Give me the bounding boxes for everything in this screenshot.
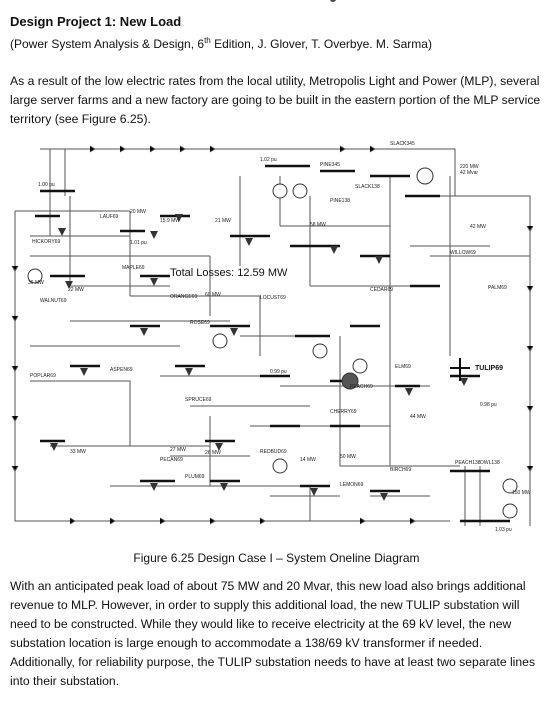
label-pu-099: 0.99 pu [270, 369, 287, 375]
tulip-substation: TULIP69 [450, 358, 503, 381]
label-walnut: WALNUT69 [40, 298, 67, 304]
cropped-glyph [330, 0, 336, 2]
label-poplar: POPLAR69 [30, 373, 56, 379]
label-cedar: CEDAR69 [370, 287, 393, 293]
label-elm: ELM69 [395, 364, 411, 370]
label-mw-60: 60 MW [205, 292, 221, 298]
diagram-labels: SLACK345 SLACK138 PINE345 PINE138 220 MW… [28, 141, 531, 533]
oneline-diagram-figure: SLACK345 SLACK138 PINE345 PINE138 220 MW… [10, 136, 540, 538]
citation-superscript: th [204, 36, 211, 45]
label-pine345: PINE345 [320, 162, 340, 168]
label-mw-44: 44 MW [410, 414, 426, 420]
citation-prefix: (Power System Analysis & Design, 6 [10, 37, 205, 51]
label-mw-42: 42 MW [470, 224, 486, 230]
label-pu-098: 0.98 pu [480, 402, 497, 408]
label-slack138: SLACK138 [355, 184, 380, 190]
label-mw-150: 150 MW [512, 490, 531, 496]
label-redbud: REDBUD69 [260, 449, 287, 455]
intro-paragraph: As a result of the low electric rates fr… [10, 74, 541, 126]
label-pu-103: 1.03 pu [495, 527, 512, 533]
label-gen-mvar: 42 Mvar [460, 170, 478, 176]
flow-arrows [11, 145, 534, 525]
label-rose: ROSE69 [190, 320, 210, 326]
label-locust: LOCUST69 [260, 295, 286, 301]
label-slack345: SLACK345 [390, 141, 415, 147]
label-pu-100: 1.00 pu [38, 182, 55, 188]
page-title: Design Project 1: New Load [10, 14, 182, 29]
label-orange: ORANGE69 [170, 294, 197, 300]
label-cherry: CHERRY69 [330, 409, 357, 415]
label-peach138: PEACH138 [455, 460, 481, 466]
label-birch: BIRCH69 [390, 467, 411, 473]
label-mw-27: 27 MW [170, 447, 186, 453]
oneline-diagram: SLACK345 SLACK138 PINE345 PINE138 220 MW… [11, 141, 534, 533]
label-maple: MAPLE69 [122, 265, 145, 271]
label-pu-101: 1.01 pu [130, 240, 147, 246]
label-lauf: LAUF69 [100, 214, 119, 220]
transmission-lines [14, 148, 531, 526]
label-willow: WILLOW69 [450, 250, 476, 256]
label-mw-58: 58 MW [310, 222, 326, 228]
label-mw-22: 22 MW [68, 287, 84, 293]
label-tulip: TULIP69 [475, 365, 503, 372]
loads [50, 214, 468, 501]
label-palm: PALM69 [488, 285, 507, 291]
label-mw-20: 20 MW [130, 209, 146, 215]
label-mw-21: 21 MW [215, 218, 231, 224]
label-pecan: PECAN69 [160, 457, 183, 463]
citation: (Power System Analysis & Design, 6th Edi… [10, 36, 432, 51]
generators [27, 167, 518, 519]
top-strip-fragment [0, 0, 553, 8]
citation-suffix: Edition, J. Glover, T. Overbye. M. Sarma… [210, 37, 432, 51]
label-gen-mw: 220 MW [460, 164, 479, 170]
label-mw-50: 50 MW [340, 454, 356, 460]
label-mw-26: 26 MW [205, 450, 221, 456]
label-mw-33: 33 MW [70, 449, 86, 455]
label-plum: PLUM69 [185, 474, 205, 480]
label-pine138: PINE138 [330, 198, 350, 204]
label-pu-102: 1.02 pu [260, 157, 277, 163]
figure-caption: Figure 6.25 Design Case I – System Oneli… [133, 551, 420, 565]
label-peach: PEACH69 [350, 384, 373, 390]
label-owl138: OWL138 [480, 460, 500, 466]
label-mw-36: 36 MW [28, 280, 44, 286]
label-lemon: LEMON69 [340, 482, 364, 488]
body-paragraph: With an anticipated peak load of about 7… [10, 579, 536, 688]
label-mw-14: 14 MW [300, 457, 316, 463]
label-spruce: SPRUCE69 [185, 397, 212, 403]
label-mw-15: 15.9 MW [160, 218, 180, 224]
label-aspen: ASPEN69 [110, 367, 133, 373]
label-hickory: HICKORY69 [32, 239, 60, 245]
total-losses: Total Losses: 12.59 MW [170, 267, 288, 279]
